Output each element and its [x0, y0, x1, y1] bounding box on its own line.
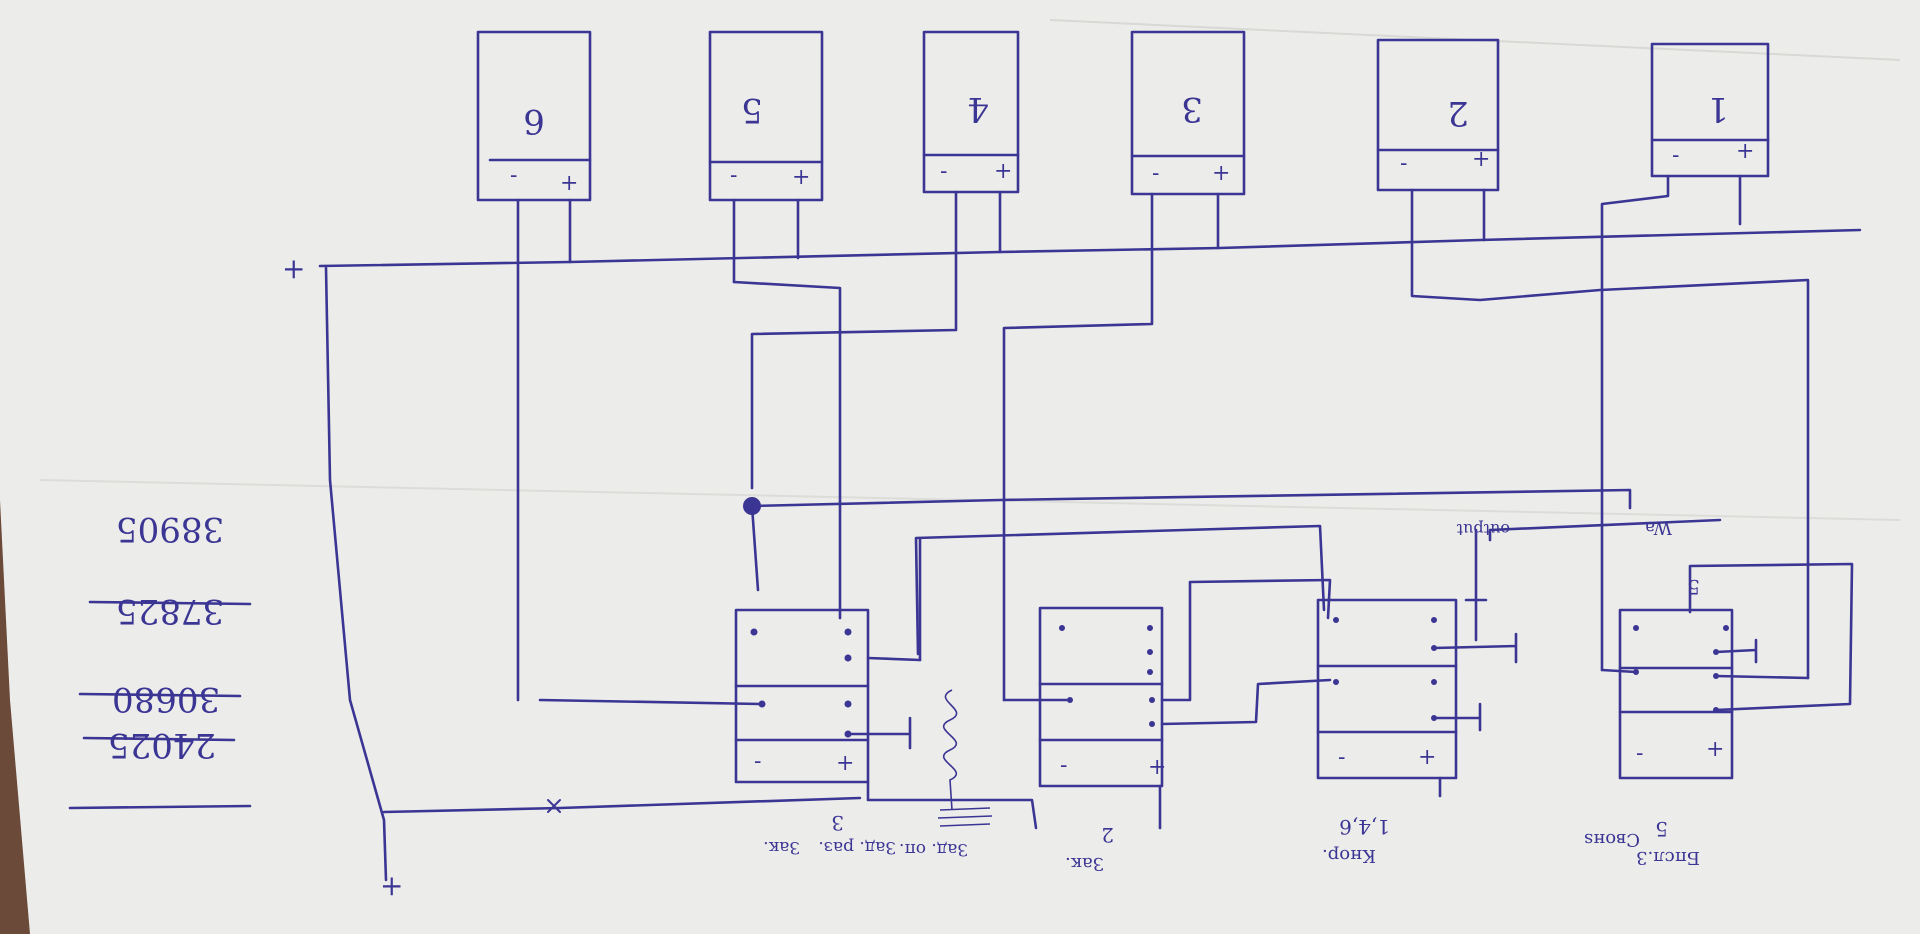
relay-3-caption: 3 — [831, 811, 844, 835]
cell-6-number: 6 — [523, 101, 545, 141]
note-relay3-1: Зак. — [763, 837, 800, 857]
cell-4-plus: + — [994, 159, 1012, 184]
relay-2: - + 2 — [1002, 578, 1332, 847]
rail-plus-bottom: + — [380, 869, 403, 902]
cell-1-minus: - — [1672, 143, 1679, 168]
cell-2-number: 2 — [1447, 93, 1469, 133]
negative-rail-bottom — [382, 776, 1442, 830]
note-relay3-3: Зад. оп. — [899, 839, 968, 859]
relay-5-top-mark: 5 — [1687, 575, 1700, 599]
cell-5-number: 5 — [741, 90, 763, 130]
coil-resistor — [918, 536, 993, 827]
relay-5-minus: - — [1636, 741, 1643, 766]
relay-146-minus: - — [1338, 745, 1345, 770]
cell-2-minus: - — [1400, 151, 1407, 176]
side-number-1: 38905 — [116, 509, 224, 549]
relay-146-plus: + — [1418, 745, 1436, 770]
relay-2-plus: + — [1148, 755, 1166, 780]
side-number-2: 37825 — [116, 591, 224, 631]
small-labels: output Wa — [1456, 517, 1672, 539]
cell-6: 6 - + — [476, 30, 592, 202]
relay-5-plus: + — [1706, 737, 1724, 762]
side-number-4: 24025 — [108, 725, 216, 765]
note-relay3-2: Зад. раз. — [818, 837, 896, 857]
note-relay5-1: Бпсл.3 — [1636, 847, 1700, 868]
cell-4-minus: - — [940, 159, 947, 184]
cell-1: 1 - + — [1650, 42, 1770, 178]
cell-3: 3 - + — [1130, 30, 1246, 196]
relay-2-minus: - — [1060, 753, 1067, 778]
cell-5-minus: - — [730, 163, 737, 188]
rail-plus-top: + — [282, 252, 305, 285]
cell-1-number: 1 — [1707, 89, 1729, 129]
relay-5: - + 5 5 — [1600, 562, 1854, 841]
cell-3-number: 3 — [1181, 89, 1203, 129]
output-label: output — [1456, 520, 1510, 539]
cell-6-minus: - — [510, 163, 517, 188]
cell-6-plus: + — [560, 171, 578, 196]
cell-5-plus: + — [792, 165, 810, 190]
junction-bus — [743, 488, 1722, 656]
cell-5: 5 - + — [708, 30, 824, 202]
cell-leads — [516, 174, 1810, 702]
relay-notes: Зак. Зад. раз. Зад. оп. Зак. Кнор. Бпсл.… — [763, 829, 1700, 874]
note-relay5-2: Свонs — [1584, 829, 1640, 850]
relay-3-plus: + — [836, 751, 854, 776]
wa-label: Wa — [1644, 517, 1672, 538]
cell-1-plus: + — [1736, 139, 1754, 164]
note-relay146: Кнор. — [1322, 845, 1376, 866]
cell-2-plus: + — [1472, 147, 1490, 172]
cell-4-number: 4 — [967, 89, 989, 129]
cell-3-minus: - — [1152, 161, 1159, 186]
relay-3: - + 3 — [538, 608, 922, 835]
relay-5-caption: 5 — [1655, 817, 1668, 841]
cell-2: 2 - + — [1376, 38, 1500, 192]
relay-2-caption: 2 — [1101, 823, 1114, 847]
cell-4: 4 - + — [922, 30, 1020, 194]
relay-146-caption: 1,4,6 — [1339, 815, 1390, 839]
side-numbers: 38905 37825 30680 24025 — [68, 509, 252, 810]
positive-rail-left: + — [324, 266, 403, 902]
side-number-3: 30680 — [112, 679, 220, 719]
relay-3-minus: - — [754, 749, 761, 774]
cell-3-plus: + — [1212, 161, 1230, 186]
positive-rail-top: + — [282, 228, 1862, 285]
relay-146: - + 1,4,6 — [1316, 528, 1518, 839]
note-relay2: Зак. — [1065, 853, 1104, 874]
